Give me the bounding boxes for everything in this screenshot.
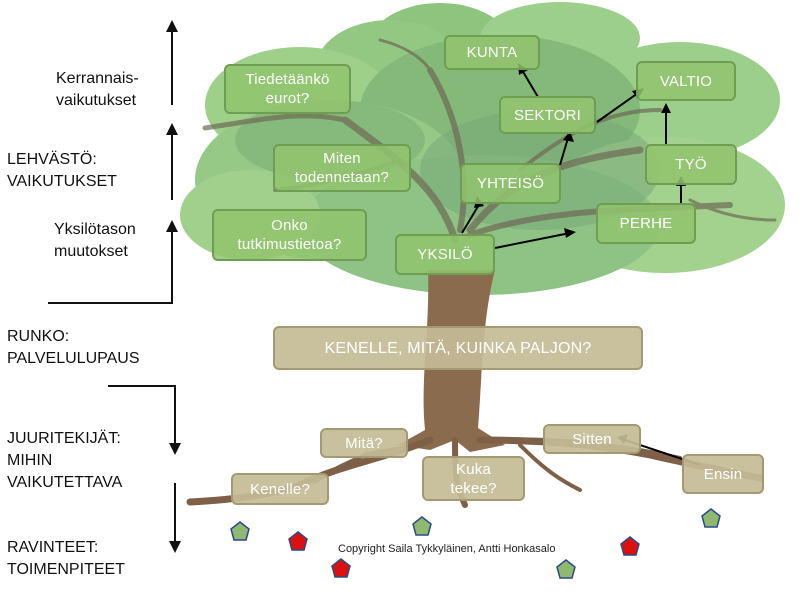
box-ensin: Ensin [682,454,764,494]
label-runko: RUNKO:PALVELULUPAUS [7,328,140,367]
pentagon-green [412,516,432,536]
box-perhe: PERHE [596,203,696,244]
box-palvelulupaus: KENELLE, MITÄ, KUINKA PALJON? [273,326,643,370]
pentagon-red [331,558,351,578]
box-kunta: KUNTA [444,35,540,70]
box-sektori: SEKTORI [499,96,596,134]
nutrient-pentagons [230,508,721,579]
label-lehvasto: LEHVÄSTÖ:VAIKUTUKSET [7,151,117,190]
pentagon-red [620,536,640,556]
box-kenelle: Kenelle? [231,473,329,505]
box-yksilo: YKSILÖ [395,234,495,275]
box-yhteiso: YHTEISÖ [460,163,561,204]
box-tyo: TYÖ [645,144,737,185]
pentagon-green [230,521,250,541]
copyright-text: Copyright Saila Tykkyläinen, Antti Honka… [338,543,556,555]
box-sitten: Sitten [543,424,641,454]
pentagon-red [288,531,308,551]
pentagon-green [701,508,721,528]
pentagon-green [556,559,576,579]
label-kerrannaisvaikutukset: Kerrannais-vaikutukset [56,70,139,109]
side-arrows [48,20,181,553]
box-mita: Mitä? [320,428,408,458]
box-valtio: VALTIO [636,61,736,101]
label-ravinteet: RAVINTEET:TOIMENPITEET [7,539,125,578]
